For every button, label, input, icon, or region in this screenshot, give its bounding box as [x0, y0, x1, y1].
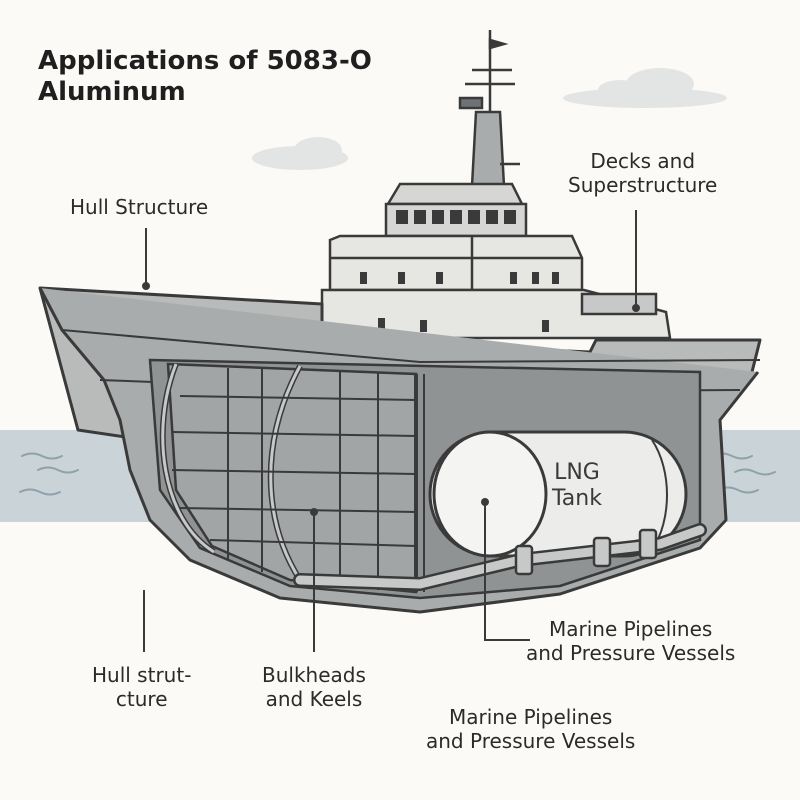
label-marine-pipelines-2: Marine Pipelines and Pressure Vessels: [426, 705, 636, 753]
superstructure: [320, 234, 672, 360]
label-marine-pipelines-1: Marine Pipelines and Pressure Vessels: [526, 617, 736, 665]
leader-lines: [142, 210, 640, 652]
label-bulkheads-keels: Bulkheads and Keels: [262, 663, 366, 711]
label-decks-superstructure: Decks and Superstructure: [568, 149, 718, 197]
cloud-right: [563, 68, 727, 108]
label-hull-structure-bottom: Hull strut- cture: [92, 663, 192, 711]
label-hull-structure: Hull Structure: [70, 195, 209, 219]
cloud-left: [252, 137, 348, 170]
diagram-title: Applications of 5083-O Aluminum: [38, 46, 372, 107]
label-lng-tank: LNG Tank: [552, 460, 602, 511]
mast: [458, 30, 520, 188]
pipeline: [293, 523, 707, 592]
lng-tank: [428, 430, 688, 558]
bridge: [384, 182, 528, 238]
